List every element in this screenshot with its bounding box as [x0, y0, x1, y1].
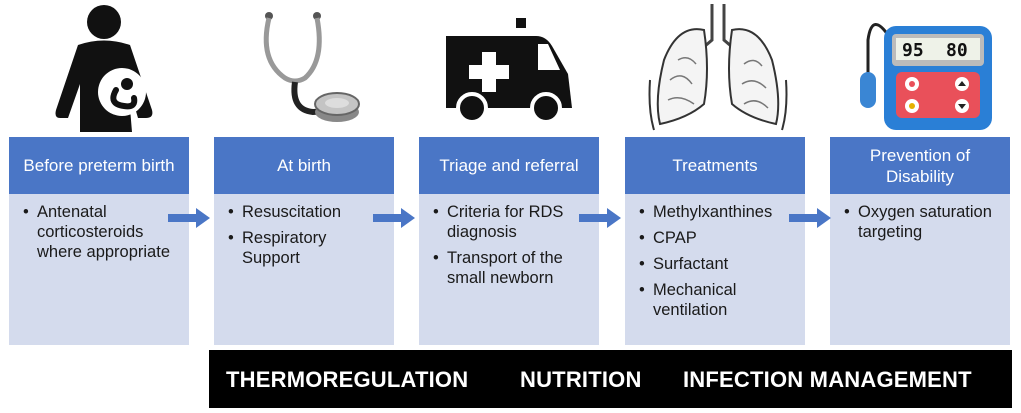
stage-item: CPAP [639, 228, 799, 248]
stage-triage-and-referral: Triage and referral Criteria for RDS dia… [419, 137, 599, 345]
cross-cutting-bar: THERMOREGULATION NUTRITION INFECTION MAN… [209, 350, 1012, 408]
stage-item: Transport of the small newborn [433, 248, 593, 288]
stage-item: Oxygen saturation targeting [844, 202, 1004, 242]
stage-at-birth: At birth Resuscitation Respiratory Suppo… [214, 137, 394, 345]
stage-title: At birth [214, 137, 394, 194]
stage-title: Triage and referral [419, 137, 599, 194]
flow-arrow [373, 208, 415, 228]
stage-title: Before preterm birth [9, 137, 189, 194]
stage-prevention-of-disability: Prevention of Disability Oxygen saturati… [830, 137, 1010, 345]
bar-item-infection-management: INFECTION MANAGEMENT [683, 367, 972, 392]
stage-item: Resuscitation [228, 202, 388, 222]
pregnant-woman-icon [55, 5, 153, 132]
stage-item: Methylxanthines [639, 202, 799, 222]
ambulance-icon [446, 18, 572, 124]
flow-arrow [789, 208, 831, 228]
flow-arrow [579, 208, 621, 228]
stage-item: Antenatal corticosteroids where appropri… [23, 202, 183, 262]
bar-item-nutrition: NUTRITION [520, 367, 642, 392]
stage-item: Criteria for RDS diagnosis [433, 202, 593, 242]
stage-item: Mechanical ventilation [639, 280, 799, 320]
stage-before-preterm-birth: Before preterm birth Antenatal corticost… [9, 137, 189, 345]
stethoscope-icon [263, 12, 360, 122]
stage-treatments: Treatments Methylxanthines CPAP Surfacta… [625, 137, 805, 345]
stage-title: Treatments [625, 137, 805, 194]
lungs-icon [648, 4, 788, 131]
stage-title: Prevention of Disability [830, 137, 1010, 194]
stage-item: Respiratory Support [228, 228, 388, 268]
oximeter-pulse-readout: 80 [946, 40, 968, 61]
flow-arrow [168, 208, 210, 228]
oximeter-spo2-readout: 95 [902, 40, 924, 61]
bar-item-thermoregulation: THERMOREGULATION [226, 367, 469, 392]
pulse-oximeter-icon: 95 80 [860, 23, 992, 130]
stage-item: Surfactant [639, 254, 799, 274]
